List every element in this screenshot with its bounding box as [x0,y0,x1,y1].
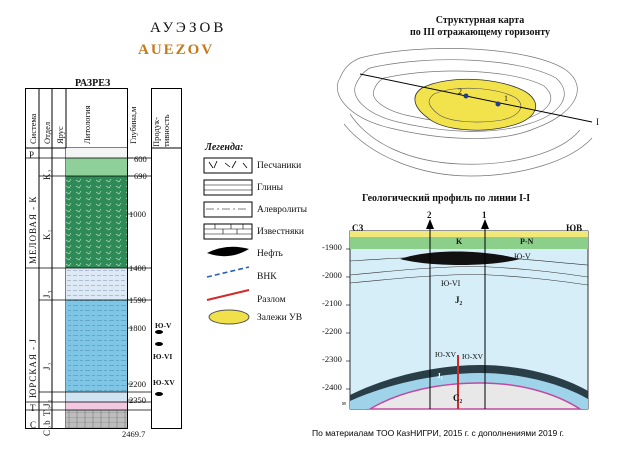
profile-label-yu-xv: Ю-XV [462,352,484,361]
depth-label: 600 [134,154,147,164]
oil-marker [155,342,163,346]
profile-label-yu-vi: Ю-VI [441,279,461,288]
litho-j3 [66,268,127,300]
legend-item-oil: Нефть [257,249,283,259]
division-j2: J₂ [42,361,52,370]
col-header-division: Отдел [42,121,52,144]
system-jurassic: ЮРСКАЯ - J [28,338,38,398]
structural-map [336,48,593,177]
legend-item-hc-deposit: Залежи УВ [257,313,303,323]
depth-tick-label: -1900 [322,242,342,252]
col-header-productivity: Продук- тивность [151,114,171,147]
section-title: РАЗРЕЗ [75,78,111,89]
profile-label-pn: P-N [520,237,534,246]
swatch-oil [207,246,249,257]
litho-k2 [66,158,127,176]
profile-label-yu-xv: Ю-XV [435,350,457,359]
litho-p [66,148,127,158]
field-title-en: AUEZOV [138,42,215,58]
legend-item-fault: Разлом [257,295,286,305]
litho-t1 [66,402,127,410]
col-header-depth: Глубина,м [128,106,138,144]
prod-label: Ю-XV [153,378,175,387]
profile-label-m: м [342,401,346,407]
profile-title: Геологический профиль по линии I-I [362,193,531,204]
depth-label: 690 [134,171,147,181]
depth-label: 1590 [129,295,146,305]
map-well-label: 2 [458,87,462,96]
field-title-ru: АУЭЗОВ [150,20,227,36]
legend-item-limestone: Известняки [257,227,305,237]
litho-k1 [66,176,127,268]
litho-j1 [66,392,127,402]
swatch-owc [206,266,250,278]
depth-label: 1800 [129,323,146,333]
depth-tick-label: -2200 [322,326,342,336]
system-p: P [29,150,35,160]
hc-deposit-outline [414,78,537,131]
system-t: T [30,403,36,413]
profile-label-c2: C₂ [453,393,463,403]
division-k2: K₂ [42,168,52,180]
depth-label: 1400 [129,263,146,273]
oil-marker [155,330,163,334]
litho-j2 [66,300,127,392]
map-title: Структурная карта по III отражающему гор… [409,15,551,38]
swatch-siltstone [203,201,253,218]
col-header-lithology: Литология [82,105,92,145]
depth-label: 2469.7 [122,429,146,439]
depth-tick-label: -2000 [322,270,342,280]
map-well [495,101,501,107]
depth-tick-label: -2300 [322,354,342,364]
legend-title: Легенда: [205,142,244,153]
depth-tick-label: -2100 [322,298,342,308]
stratigraphic-column [25,88,182,429]
profile-label-k: K [456,237,463,246]
profile-well-label: 1 [482,210,487,220]
division-k1: K₁ [42,228,52,240]
division-c2b: C₂b [42,419,52,436]
swatch-hc-deposit [208,309,250,325]
legend-swatches [203,157,253,325]
system-c: C [30,420,37,430]
depth-label: 1000 [129,209,146,219]
map-well-label: 1 [504,94,508,103]
swatch-clay [203,179,253,196]
profile-well-label: 2 [427,210,432,220]
profile-label-yu-v: Ю-V [514,252,531,261]
swatch-limestone [203,223,253,240]
legend-item-owc: ВНК [257,272,277,282]
legend-item-sandstone: Песчаники [257,161,302,171]
profile-label-j2: J₂ [455,295,463,305]
profile-label-j1: J₁ [437,371,443,380]
oil-marker [155,392,163,396]
profile-dir-left: СЗ [352,223,364,233]
depth-label: 2350 [129,395,146,405]
map-well [463,93,469,99]
prod-label: Ю-V [155,321,172,330]
division-j3: J₃ [42,289,52,298]
source-note: По материалам ТОО КазНИГРИ, 2015 г. с до… [312,428,565,438]
col-header-system: Система [28,113,38,144]
depth-label: 2200 [129,379,146,389]
profile-dir-right: ЮВ [566,223,583,233]
litho-c2b [66,410,127,428]
geological-profile [346,219,589,410]
legend-item-clay: Глины [257,183,284,193]
profile-line-i-i [359,73,593,123]
swatch-fault [206,289,250,301]
map-line-label: I [596,117,599,127]
col-header-stage: Ярус [55,126,65,144]
depth-tick-label: -2400 [322,382,342,392]
legend-item-siltstone: Алевролиты [257,205,308,215]
prod-label: Ю-VI [153,352,173,361]
c2-dome [367,382,583,410]
system-cretaceous: МЕЛОВАЯ - К [28,195,38,264]
